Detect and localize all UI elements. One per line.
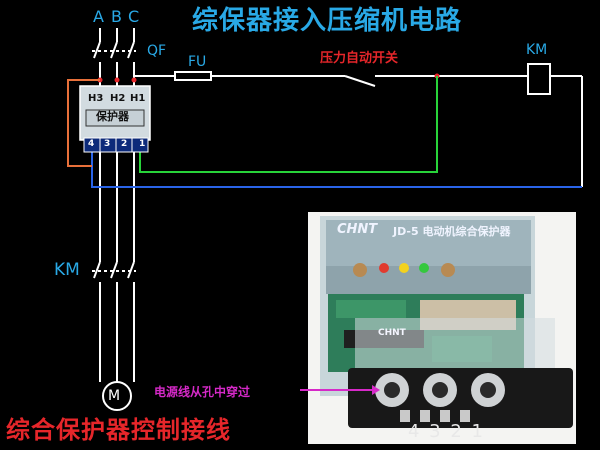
phase-b-label: B xyxy=(111,7,122,26)
green-wire xyxy=(139,76,438,173)
arrow-head-icon xyxy=(372,385,380,395)
yellow-led-icon xyxy=(399,263,409,273)
control-circuit xyxy=(134,63,583,187)
photo-brand-label: CHNT xyxy=(337,222,378,237)
phase-lines xyxy=(92,28,136,384)
junction-c-icon xyxy=(131,77,137,83)
fu-label: FU xyxy=(188,54,207,70)
phase-c-label: C xyxy=(128,7,140,26)
terminal-3-label: 3 xyxy=(104,139,111,149)
orange-wire xyxy=(67,79,100,167)
pressure-switch-label: 压力自动开关 xyxy=(320,51,399,66)
hole-note-label: 电源线从孔中穿过 xyxy=(154,385,251,399)
protector-block xyxy=(79,85,151,153)
protector-name-label: 保护器 xyxy=(96,110,129,123)
terminal-4-label: 4 xyxy=(88,139,95,149)
protector-h3-label: H3 xyxy=(88,93,104,104)
bottom-title: 综合保护器控制接线 xyxy=(6,415,231,444)
photo-brand-front-label: CHNT xyxy=(378,328,406,338)
km-coil-label: KM xyxy=(526,42,548,58)
km-coil-icon xyxy=(527,63,551,95)
photo-terminal-numbers: 4 3 2 1 xyxy=(408,421,485,442)
terminal-2-label: 2 xyxy=(121,139,128,149)
red-led-icon xyxy=(379,263,389,273)
blue-wire xyxy=(91,150,582,188)
junction-b-icon xyxy=(114,77,120,83)
terminal-1-label: 1 xyxy=(139,139,146,149)
page-title: 综保器接入压缩机电路 xyxy=(192,6,463,36)
knob-right-icon xyxy=(441,263,455,277)
green-led-icon xyxy=(419,263,429,273)
protector-photo xyxy=(308,212,576,444)
protector-h1-label: H1 xyxy=(130,93,146,104)
qf-label: QF xyxy=(147,43,167,59)
motor-label: M xyxy=(108,388,121,404)
knob-left-icon xyxy=(353,263,367,277)
fuse-icon xyxy=(174,71,212,81)
photo-model-label: JD-5 电动机综合保护器 xyxy=(393,225,511,238)
protector-h2-label: H2 xyxy=(110,93,126,104)
phase-a-label: A xyxy=(93,7,104,26)
km-contacts-label: KM xyxy=(54,260,80,280)
motor-icon xyxy=(102,381,132,411)
